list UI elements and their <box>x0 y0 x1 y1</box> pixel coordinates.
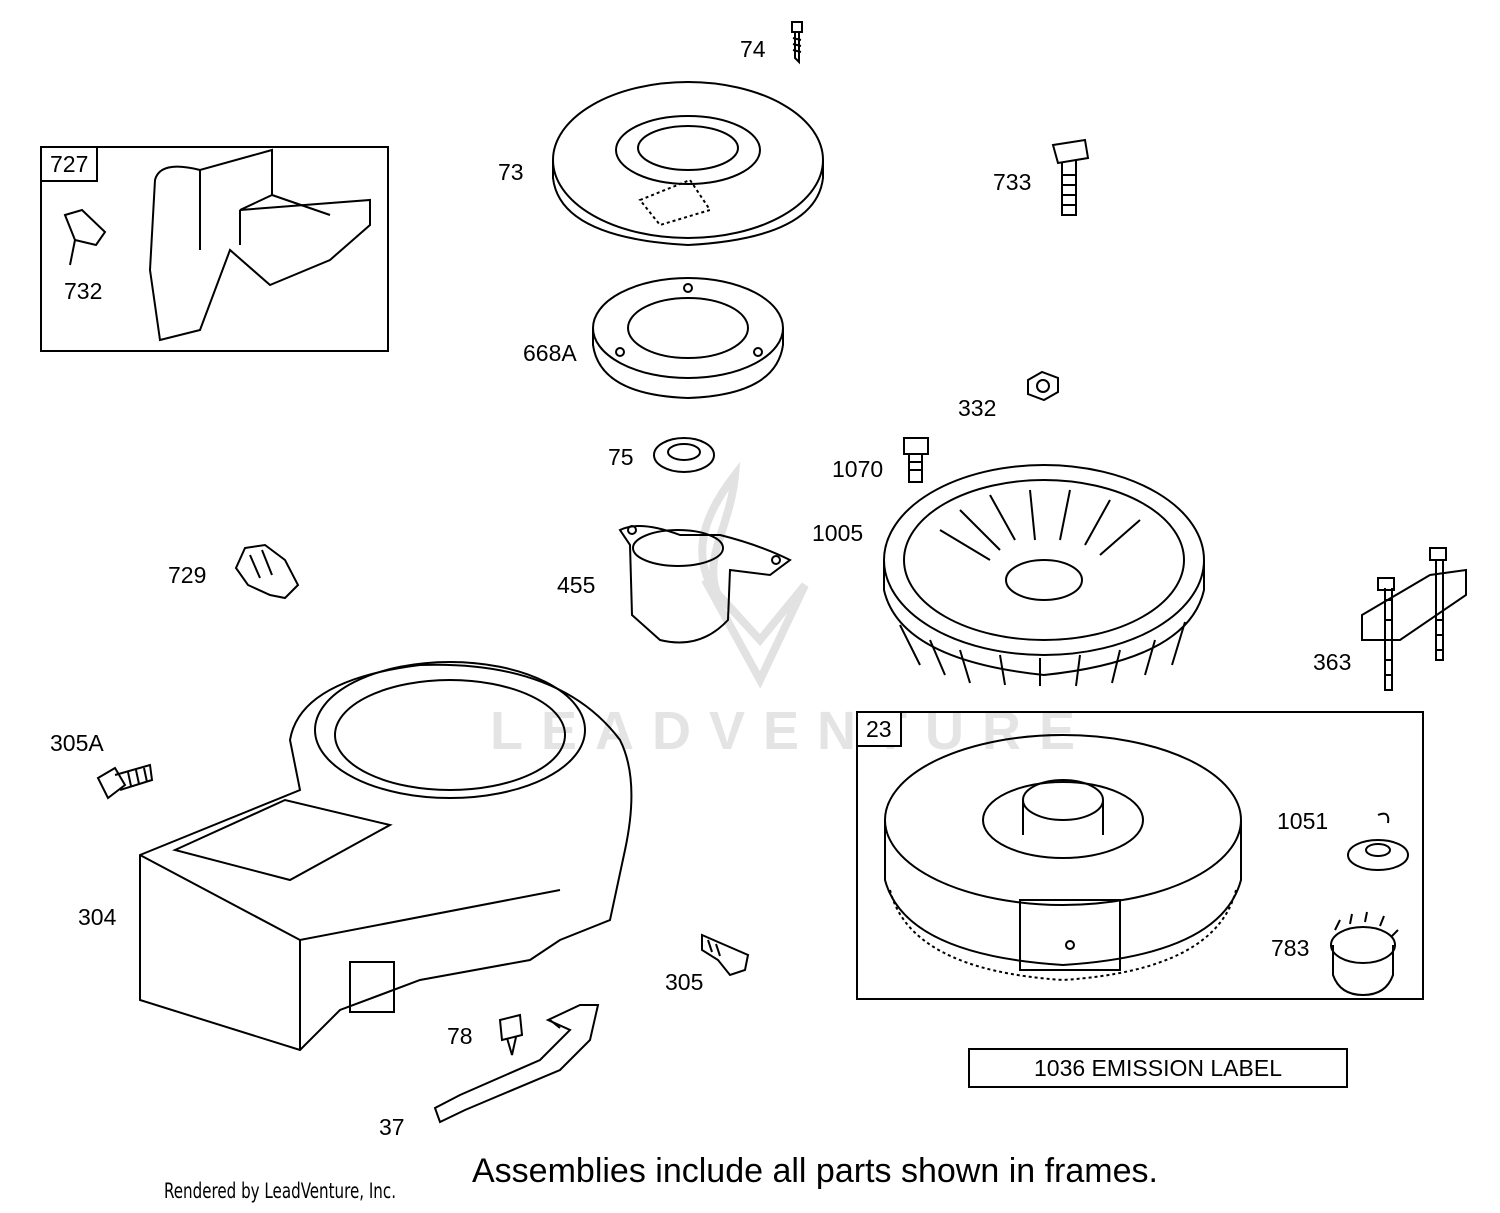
emission-label: 1036 EMISSION LABEL <box>968 1048 1348 1088</box>
part-1005-fan <box>883 464 1205 687</box>
callout-1051: 1051 <box>1277 808 1329 834</box>
callout-729: 729 <box>168 562 207 588</box>
callout-74: 74 <box>740 36 766 62</box>
part-668A-plate <box>592 277 784 400</box>
part-304-blower-housing <box>139 661 633 1052</box>
callout-668A: 668A <box>523 340 577 366</box>
callout-783: 783 <box>1271 935 1310 961</box>
part-78-screw <box>498 1013 524 1056</box>
callout-304: 304 <box>78 904 117 930</box>
assembly-frame-727: 727 <box>40 146 389 352</box>
frame-727-tag: 727 <box>40 146 99 183</box>
callout-363: 363 <box>1313 649 1352 675</box>
callout-305A: 305A <box>50 730 104 756</box>
assembly-frame-23: 23 <box>856 711 1424 1000</box>
part-332-nut <box>1027 370 1059 402</box>
part-305-bolt <box>701 933 750 977</box>
callout-455: 455 <box>557 572 596 598</box>
part-73-screen <box>552 81 824 247</box>
frame-23-tag: 23 <box>856 711 902 748</box>
part-75-washer <box>653 437 715 473</box>
part-74-screw <box>791 21 803 65</box>
part-363-bracket <box>1361 547 1467 691</box>
part-733-bolt <box>1051 138 1090 216</box>
part-23-flywheel <box>884 734 1242 982</box>
part-1051-washer <box>1347 812 1409 871</box>
callout-37: 37 <box>379 1114 405 1140</box>
callout-332: 332 <box>958 395 997 421</box>
callout-732: 732 <box>64 278 103 304</box>
part-729-grommet <box>234 543 300 600</box>
callout-1005: 1005 <box>812 520 864 546</box>
callout-305: 305 <box>665 969 704 995</box>
callout-75: 75 <box>608 444 634 470</box>
assemblies-note: Assemblies include all parts shown in fr… <box>472 1152 1158 1190</box>
callout-78: 78 <box>447 1023 473 1049</box>
part-1070-bolt <box>903 437 929 483</box>
callout-73: 73 <box>498 159 524 185</box>
part-305A-bolt <box>96 763 154 800</box>
part-727-shroud <box>63 148 371 342</box>
part-783-gear <box>1330 911 1399 997</box>
callout-733: 733 <box>993 169 1032 195</box>
part-37-band <box>433 1004 600 1124</box>
callout-1070: 1070 <box>832 456 884 482</box>
part-455-cup <box>618 525 792 644</box>
watermark-logo <box>698 461 809 689</box>
rendered-by-credit: Rendered by LeadVenture, Inc. <box>164 1179 396 1203</box>
